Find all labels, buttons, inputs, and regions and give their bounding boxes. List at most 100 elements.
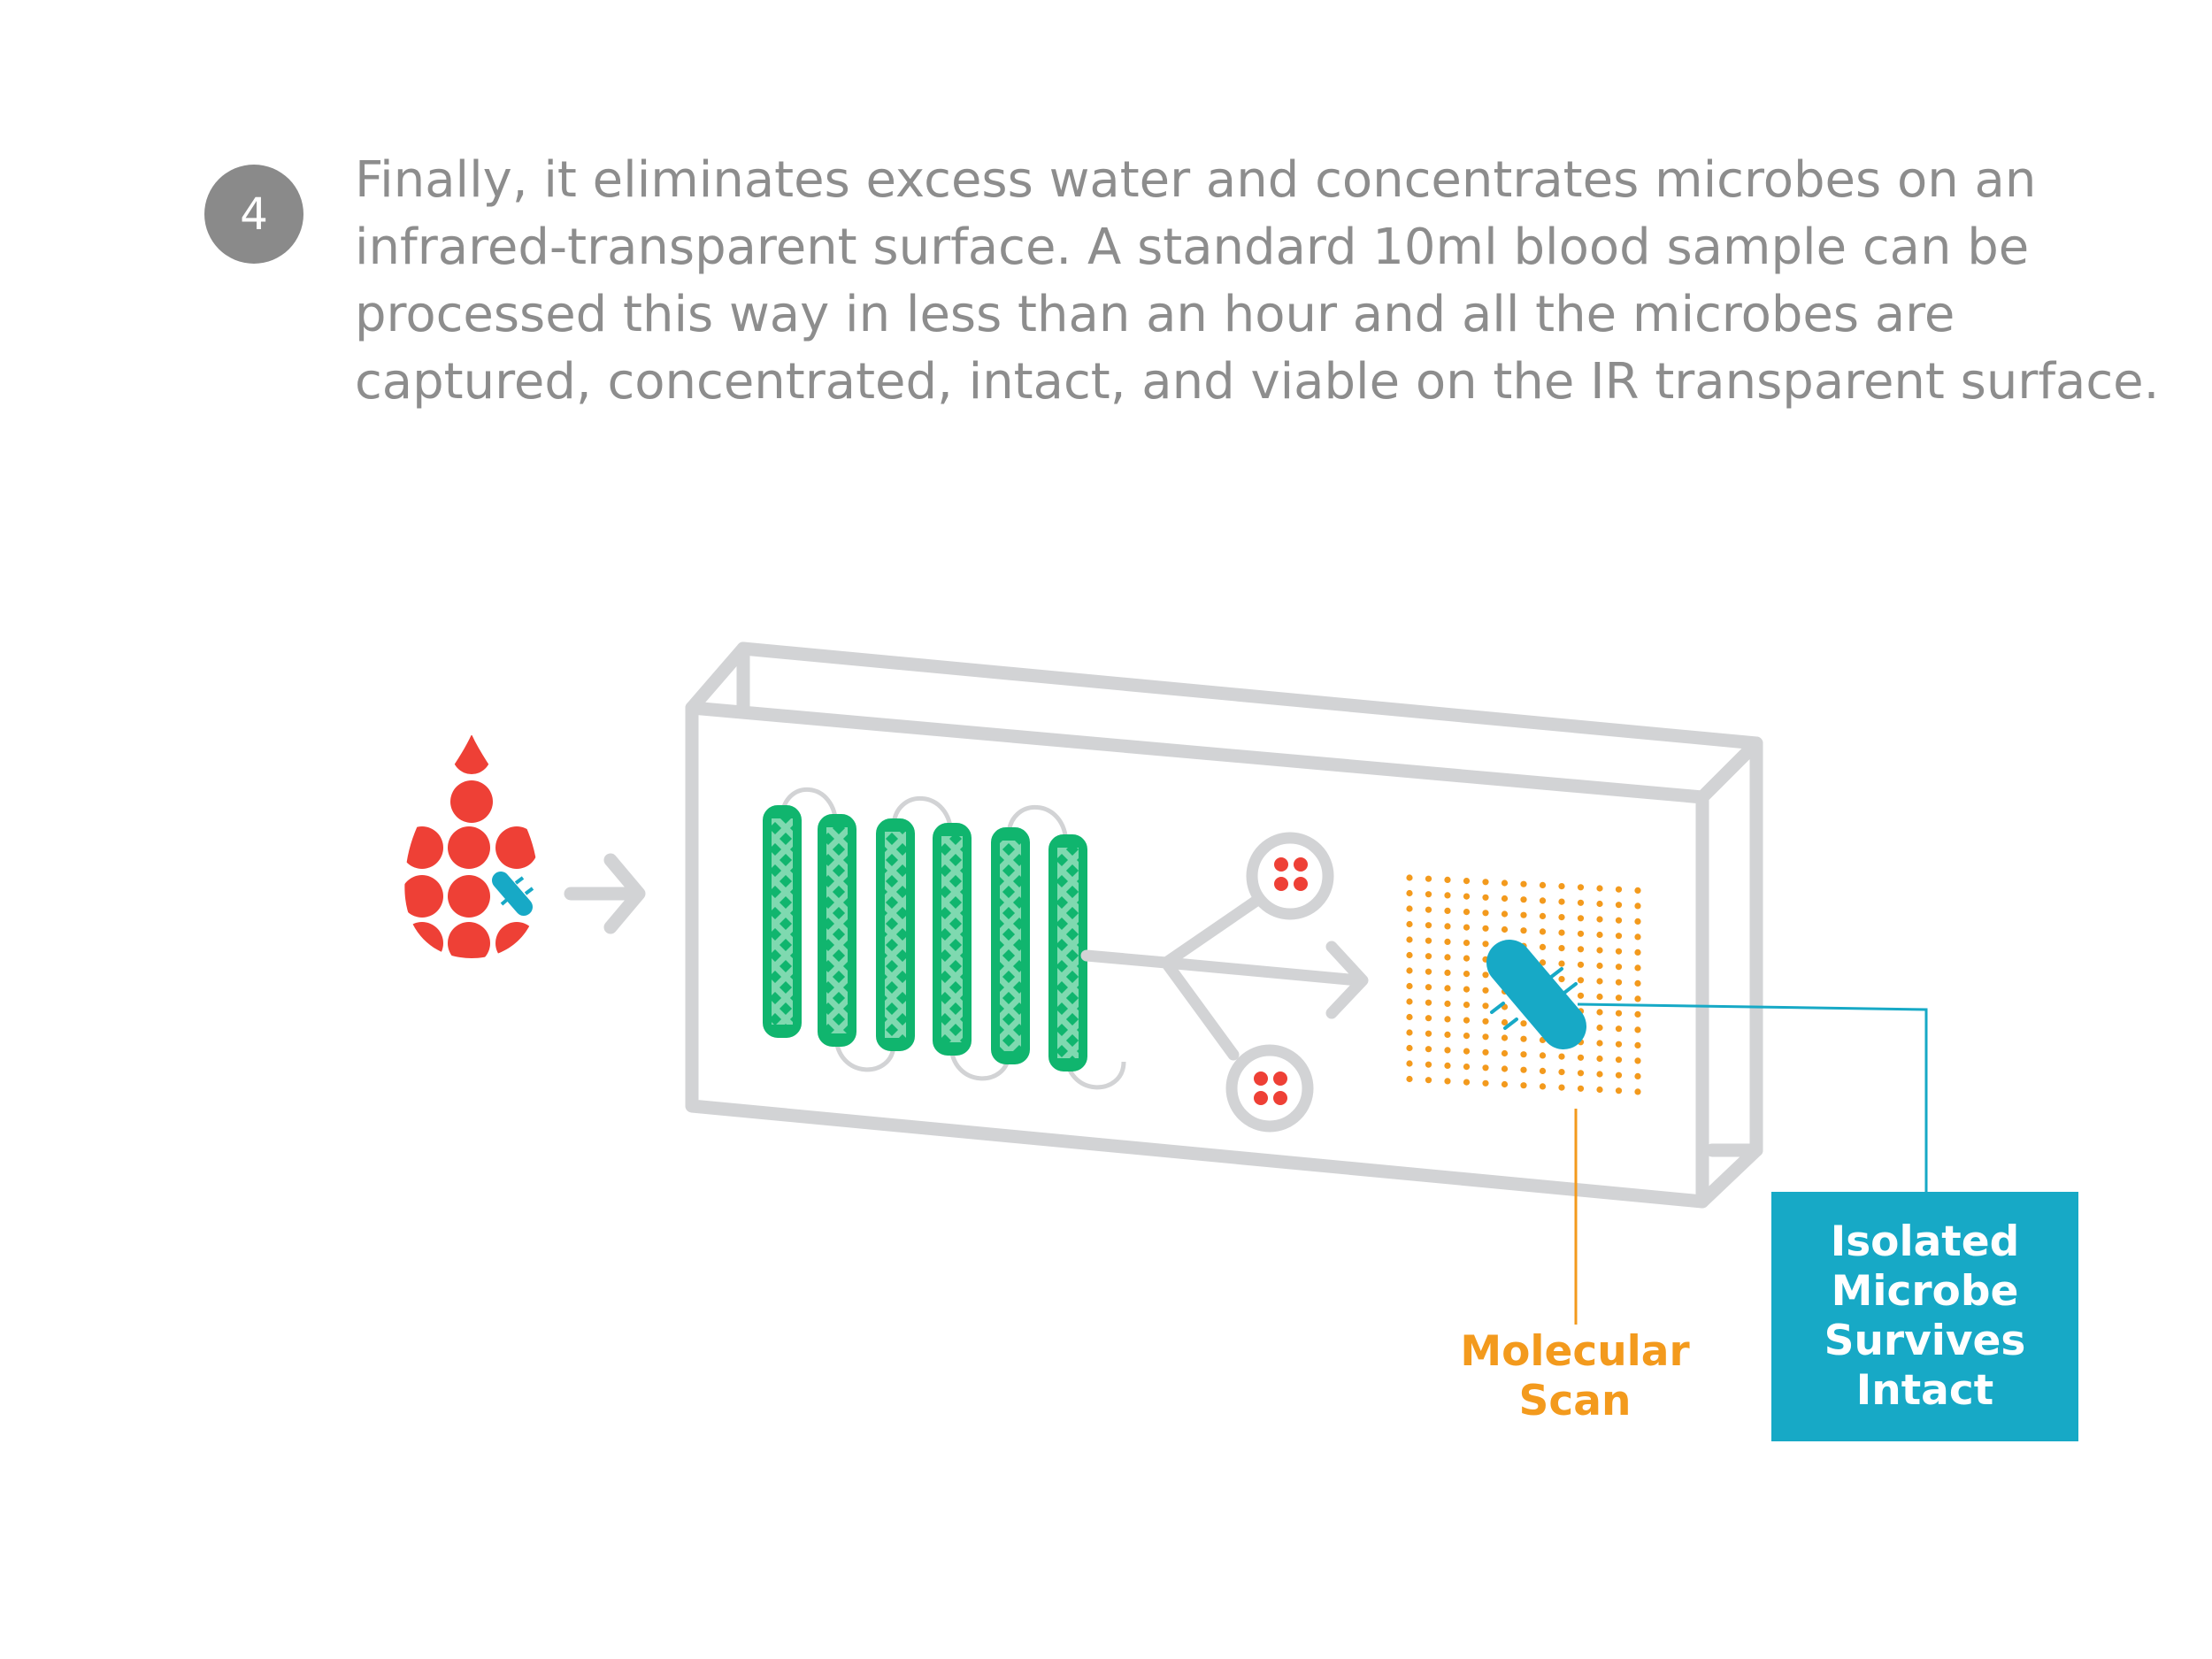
scan-dot	[1425, 999, 1432, 1006]
scan-dot	[1596, 1086, 1603, 1094]
scan-dot	[1596, 885, 1603, 892]
scan-dot	[1463, 1064, 1471, 1071]
scan-dot	[1482, 987, 1489, 994]
scan-dot	[1634, 949, 1641, 956]
scan-dot	[1558, 898, 1565, 905]
scan-dot	[1463, 1048, 1471, 1055]
scan-dot	[1615, 933, 1623, 940]
scan-dot	[1634, 1057, 1641, 1064]
scan-dot	[1406, 920, 1413, 928]
scan-dot	[1406, 982, 1413, 990]
scan-dot	[1444, 985, 1451, 992]
scan-dot	[1615, 1071, 1623, 1079]
scan-dot	[1634, 918, 1641, 925]
scan-dot	[1634, 964, 1641, 972]
scan-dot	[1634, 887, 1641, 895]
scan-dot	[1634, 1041, 1641, 1048]
scan-dot	[1463, 1017, 1471, 1024]
scan-dot	[1596, 1055, 1603, 1063]
outlet-channels	[1080, 895, 1369, 1061]
scan-dot	[1406, 1029, 1413, 1036]
scan-dot	[1501, 1018, 1509, 1026]
scan-dot	[1615, 917, 1623, 924]
blood-drop-icon	[404, 735, 538, 958]
scan-dot	[1539, 943, 1547, 950]
microbe-icon	[1486, 940, 1586, 1049]
scan-dot	[1501, 910, 1509, 918]
label-line: Scan	[1518, 1377, 1632, 1425]
scan-dot	[1444, 1031, 1451, 1038]
scan-dot	[1482, 1018, 1489, 1025]
scan-dot	[1482, 1048, 1489, 1056]
scan-dot	[1615, 1041, 1623, 1048]
scan-dot	[1520, 1082, 1527, 1089]
scan-dot	[1558, 945, 1565, 952]
scan-dot	[1615, 979, 1623, 986]
scan-dot	[1634, 1088, 1641, 1095]
scan-dot	[1482, 1033, 1489, 1041]
scan-dot	[1501, 895, 1509, 902]
scan-dot	[1444, 892, 1451, 899]
scan-dot	[1577, 930, 1585, 937]
label-line: Isolated	[1830, 1217, 2020, 1266]
scan-dot	[1444, 1047, 1451, 1054]
scan-dot	[1482, 879, 1489, 886]
scan-dot	[1520, 927, 1527, 934]
scan-dot	[1444, 1062, 1451, 1069]
scan-dot	[1577, 977, 1585, 984]
step-description: Finally, it eliminates excess water and …	[355, 147, 2177, 416]
scan-dot	[1577, 1054, 1585, 1061]
scan-dot	[1615, 948, 1623, 955]
scan-dot	[1482, 1064, 1489, 1071]
scan-dot	[1577, 884, 1585, 891]
scan-dot	[1634, 979, 1641, 987]
label-line: Intact	[1855, 1366, 1994, 1415]
scan-dot	[1501, 1034, 1509, 1041]
scan-dot	[1596, 916, 1603, 923]
microbe-icon	[492, 872, 534, 916]
scan-dot	[1596, 931, 1603, 939]
scan-dot	[1501, 1080, 1509, 1088]
waste-well-top	[1246, 832, 1334, 920]
scan-dot	[1596, 962, 1603, 970]
scan-dot	[1520, 911, 1527, 918]
scan-dot	[1463, 924, 1471, 931]
scan-dot	[1539, 959, 1547, 966]
scan-dot	[1577, 961, 1585, 968]
scan-dot	[1558, 960, 1565, 967]
scan-dot	[1501, 1049, 1509, 1057]
scan-dot	[1406, 1060, 1413, 1067]
scan-dot	[1425, 937, 1432, 944]
scan-dot	[1482, 1079, 1489, 1087]
arrow-right-icon	[564, 853, 646, 934]
scan-dot	[1463, 955, 1471, 962]
scan-dot	[1425, 1046, 1432, 1053]
scan-dot	[1615, 1010, 1623, 1017]
scan-dot	[1558, 1084, 1565, 1091]
scan-dot	[1482, 941, 1489, 948]
scan-dot	[1501, 926, 1509, 933]
scan-dot	[1596, 1024, 1603, 1032]
scan-dot	[1406, 1075, 1413, 1083]
description-line: captured, concentrated, intact, and viab…	[355, 353, 2160, 411]
label-line: Survives	[1824, 1317, 2026, 1365]
scan-dot	[1482, 972, 1489, 979]
scan-dot	[1615, 995, 1623, 1002]
scan-dot	[1425, 875, 1432, 882]
scan-dot	[1615, 964, 1623, 971]
scan-dot	[1596, 993, 1603, 1001]
isolated-microbe-callout: Isolated Microbe Survives Intact	[1771, 1192, 2078, 1441]
separation-channels	[763, 805, 1087, 1071]
scan-dot	[1406, 905, 1413, 912]
scan-dot	[1615, 1087, 1623, 1094]
scan-dot	[1406, 951, 1413, 959]
scan-dot	[1539, 1067, 1547, 1074]
waste-well-bottom	[1225, 1044, 1314, 1133]
scan-dot	[1520, 1066, 1527, 1073]
scan-dot	[1406, 967, 1413, 974]
scan-dot	[1520, 880, 1527, 887]
scan-dot	[1482, 894, 1489, 901]
scan-dot	[1463, 1002, 1471, 1009]
scan-dot	[1406, 874, 1413, 881]
